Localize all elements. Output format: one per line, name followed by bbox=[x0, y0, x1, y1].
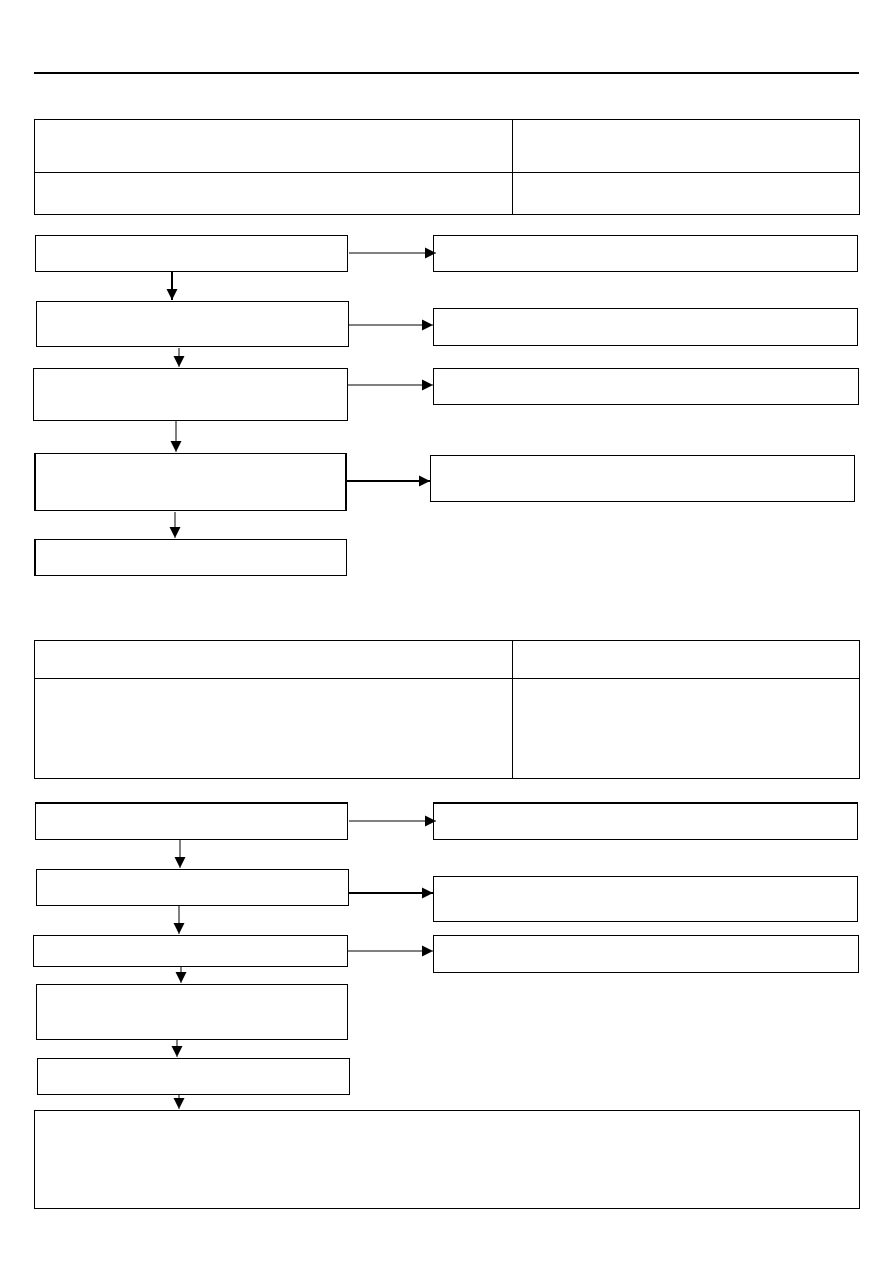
table-cell bbox=[34, 640, 513, 679]
summary-box bbox=[34, 1110, 860, 1209]
table-row bbox=[34, 172, 860, 215]
result-box bbox=[433, 935, 859, 973]
flow-step-box bbox=[33, 368, 348, 421]
section-1-info-table bbox=[34, 119, 860, 215]
table-row bbox=[34, 678, 860, 779]
table-row bbox=[34, 119, 860, 173]
table-cell bbox=[512, 640, 860, 679]
flow-step-box bbox=[36, 984, 348, 1040]
table-row bbox=[34, 640, 860, 679]
result-box bbox=[433, 802, 858, 840]
flow-step-box bbox=[35, 802, 348, 840]
table-cell bbox=[34, 172, 513, 215]
section-2-info-table bbox=[34, 640, 860, 779]
flow-step-box bbox=[35, 235, 348, 272]
flow-step-box bbox=[33, 935, 348, 967]
result-box bbox=[433, 308, 858, 346]
flow-step-box bbox=[34, 453, 347, 511]
flow-step-box bbox=[37, 1058, 350, 1095]
result-box bbox=[433, 235, 858, 272]
result-box bbox=[430, 455, 855, 502]
flow-step-box bbox=[36, 869, 349, 906]
table-cell bbox=[512, 678, 860, 779]
flow-step-box bbox=[34, 539, 347, 576]
flow-step-box bbox=[36, 301, 349, 347]
result-box bbox=[433, 368, 859, 405]
result-box bbox=[433, 876, 858, 922]
table-cell bbox=[512, 172, 860, 215]
table-cell bbox=[34, 678, 513, 779]
header-rule bbox=[34, 72, 859, 74]
